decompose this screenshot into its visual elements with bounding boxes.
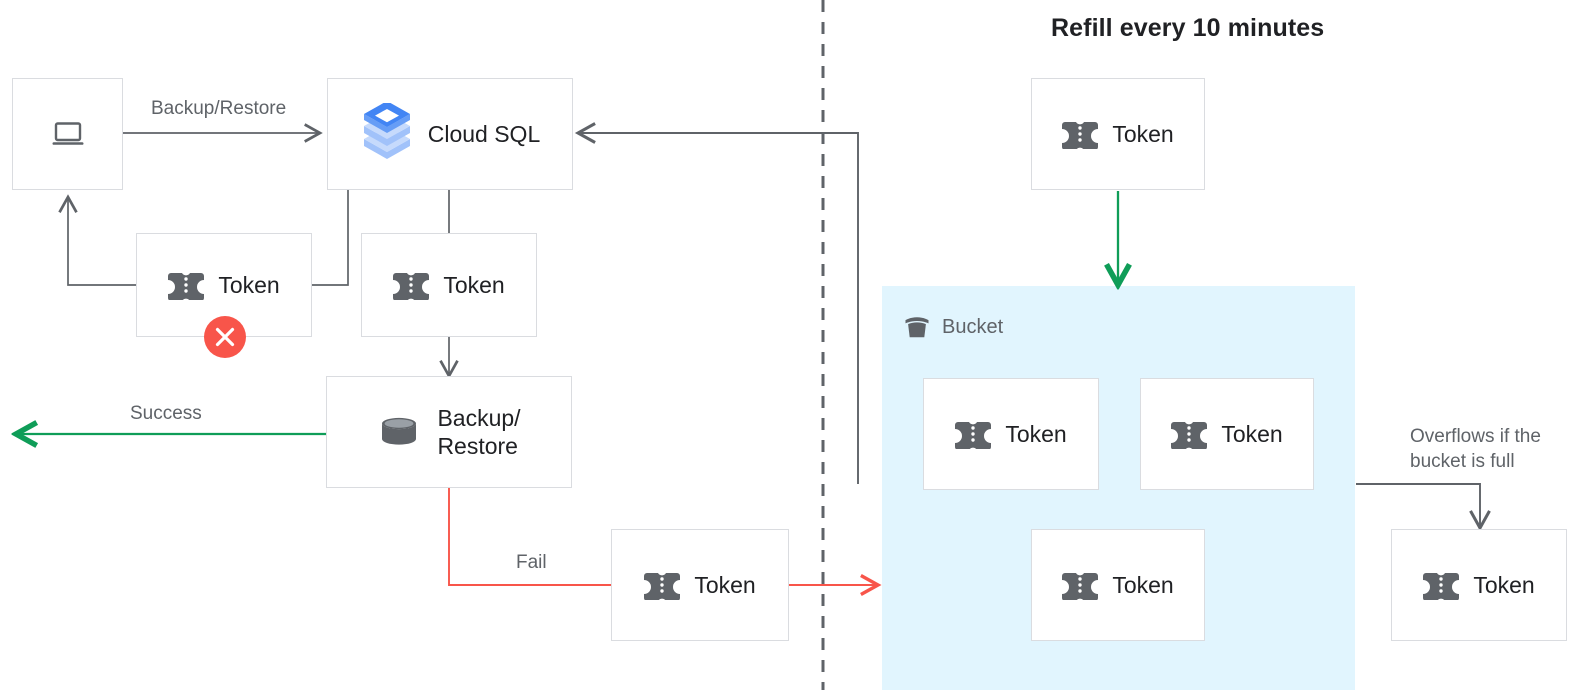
token-icon bbox=[393, 270, 430, 300]
node-token-refill[interactable]: Token bbox=[1031, 78, 1205, 190]
laptop-icon bbox=[47, 113, 89, 155]
edge-label-backup-restore: Backup/Restore bbox=[151, 98, 287, 119]
node-token-accepted[interactable]: Token bbox=[361, 233, 537, 337]
node-cloud-sql[interactable]: Cloud SQL bbox=[327, 78, 573, 190]
edge-token-rejected-to-client bbox=[58, 194, 136, 286]
token-fail-label: Token bbox=[694, 571, 756, 598]
node-token-bucket-3[interactable]: Token bbox=[1031, 529, 1205, 641]
node-token-overflow[interactable]: Token bbox=[1391, 529, 1567, 641]
token-icon bbox=[955, 419, 992, 449]
token-bucket-1-label: Token bbox=[1005, 420, 1067, 447]
cloud-sql-label: Cloud SQL bbox=[427, 120, 541, 147]
node-client[interactable] bbox=[12, 78, 123, 190]
cloud-sql-icon bbox=[360, 103, 414, 165]
token-icon bbox=[1062, 570, 1099, 600]
page-title: Refill every 10 minutes bbox=[1051, 14, 1325, 42]
token-bucket-2-label: Token bbox=[1221, 420, 1283, 447]
edge-label-fail: Fail bbox=[516, 552, 547, 573]
edge-label-overflow: Overflows if the bucket is full bbox=[1410, 426, 1541, 472]
backup-restore-label: Backup/ Restore bbox=[437, 404, 521, 459]
node-token-bucket-2[interactable]: Token bbox=[1140, 378, 1314, 490]
token-overflow-label: Token bbox=[1473, 571, 1535, 598]
bucket-header: Bucket bbox=[902, 312, 1003, 342]
node-backup-restore[interactable]: Backup/ Restore bbox=[326, 376, 572, 488]
token-icon bbox=[1423, 570, 1460, 600]
token-icon bbox=[1062, 119, 1099, 149]
token-bucket-3-label: Token bbox=[1112, 571, 1174, 598]
bucket-label: Bucket bbox=[942, 315, 1004, 338]
edge-bucket-to-cloudsql bbox=[574, 122, 859, 484]
token-icon bbox=[168, 270, 205, 300]
token-icon bbox=[1171, 419, 1208, 449]
node-token-fail[interactable]: Token bbox=[611, 529, 789, 641]
token-refill-label: Token bbox=[1112, 120, 1174, 147]
edge-label-success: Success bbox=[130, 403, 202, 424]
edge-cloudsql-to-token-rejected bbox=[312, 190, 349, 286]
node-token-bucket-1[interactable]: Token bbox=[923, 378, 1099, 490]
bucket-icon bbox=[902, 312, 932, 342]
token-rejected-label: Token bbox=[218, 271, 280, 298]
token-accepted-label: Token bbox=[443, 271, 505, 298]
database-icon bbox=[377, 412, 421, 452]
error-badge bbox=[203, 315, 247, 359]
edge-bucket-overflow bbox=[1356, 483, 1491, 532]
token-icon bbox=[644, 570, 681, 600]
